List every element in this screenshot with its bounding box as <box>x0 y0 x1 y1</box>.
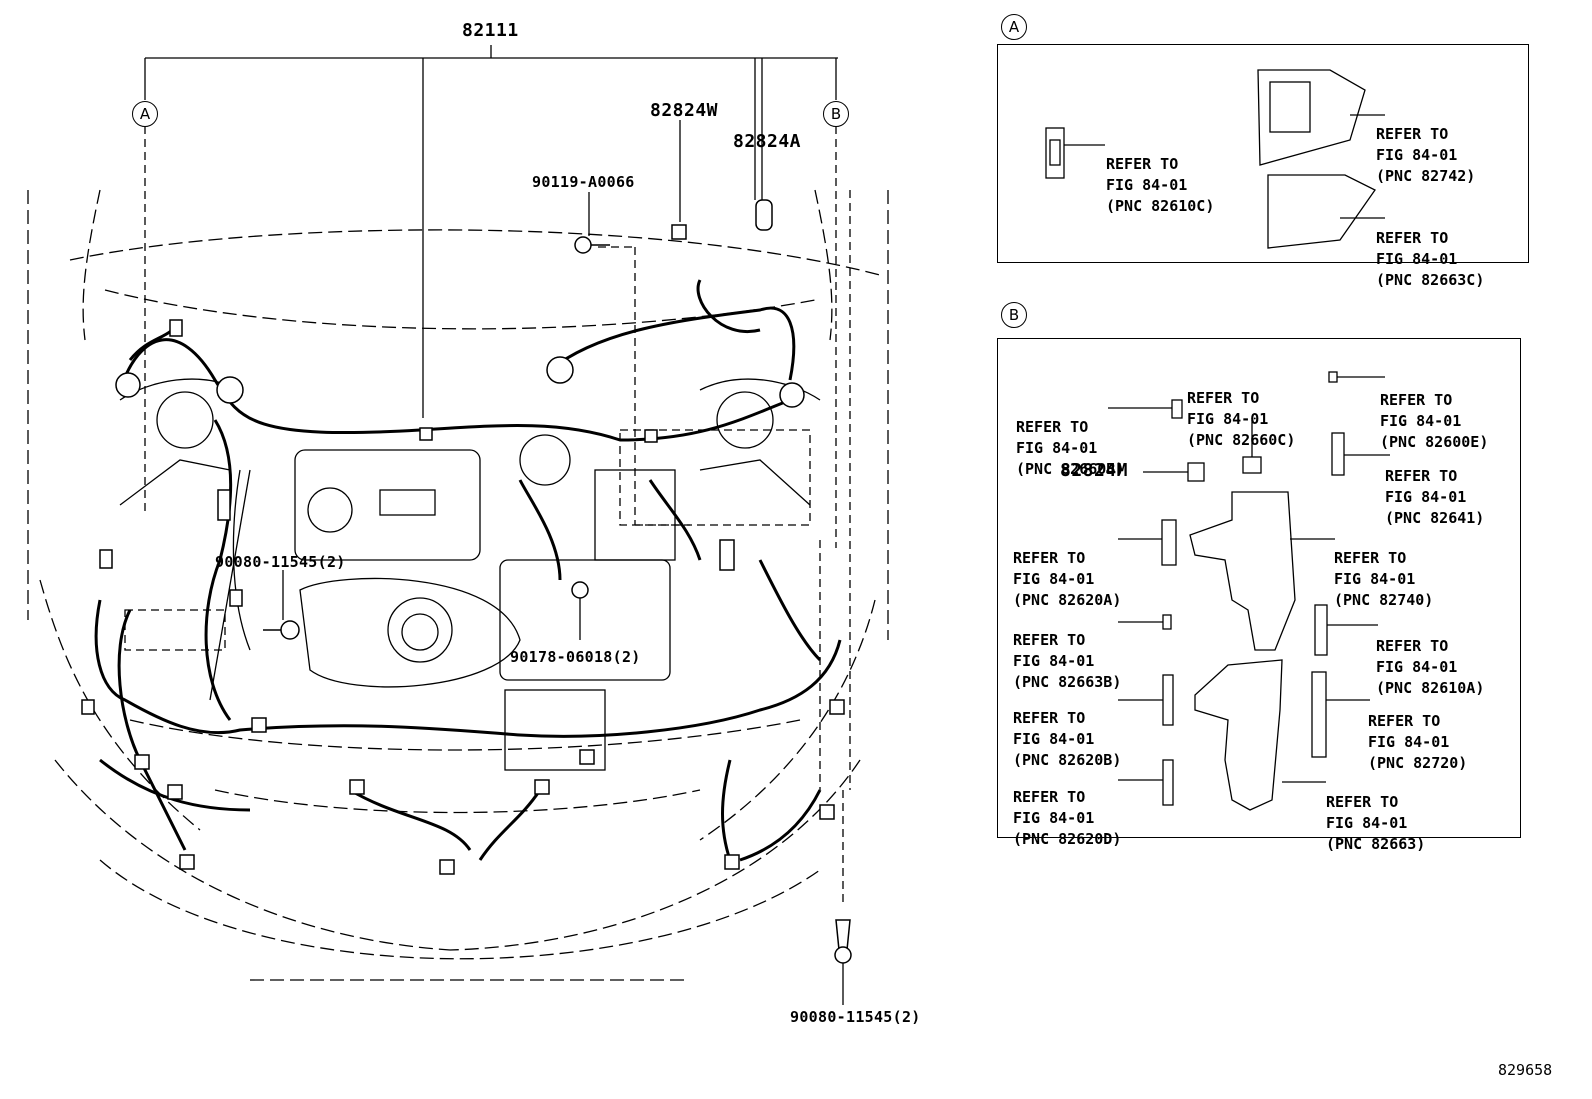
connector-82824m-label: 82824M <box>1060 460 1129 481</box>
callout-a-marker: A <box>132 101 158 127</box>
detail-b-components <box>1108 371 1390 811</box>
detail-a-marker: A <box>1001 14 1027 40</box>
callout-b-marker: B <box>823 101 849 127</box>
detail-a-components <box>1045 69 1385 249</box>
detail-b-panel <box>997 338 1521 838</box>
detail-a-panel <box>997 44 1529 263</box>
detail-b-marker: B <box>1001 302 1027 328</box>
connector-82824a-label: 82824A <box>733 131 802 152</box>
clip-center-label: 90178-06018(2) <box>510 648 641 666</box>
connector-82824w-label: 82824W <box>650 100 719 121</box>
harness-connectors <box>81 199 845 875</box>
bolts <box>263 236 852 964</box>
bolt-left-label: 90080-11545(2) <box>215 553 346 571</box>
vehicle-body-outline <box>27 189 889 981</box>
bolt-bottom-label: 90080-11545(2) <box>790 1008 921 1026</box>
bolt-top-label: 90119-A0066 <box>532 173 635 191</box>
figure-number: 829658 <box>1498 1061 1553 1079</box>
harness-part-number: 82111 <box>462 20 519 41</box>
callout-dash-lines <box>124 126 851 905</box>
